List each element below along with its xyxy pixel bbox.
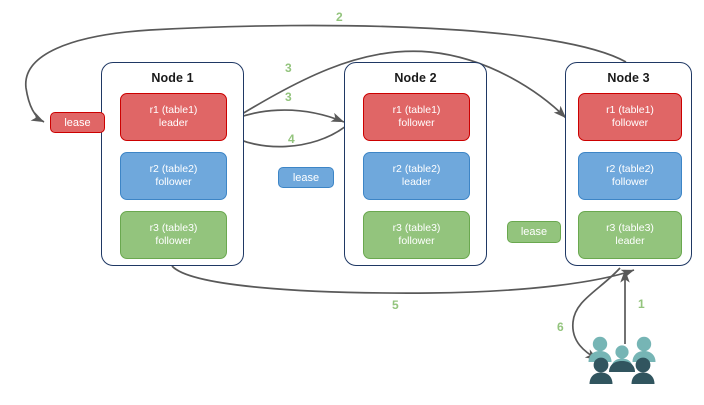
replica-role: follower [155,176,192,188]
replica-role: follower [155,235,192,247]
step-label-4: 4 [288,132,295,146]
replica-role: follower [611,176,649,188]
replica-role: leader [158,117,189,129]
step-label-2: 2 [336,10,343,24]
replica-node2-r1[interactable]: r1 (table1) follower [363,93,470,141]
node-box-node2[interactable]: Node 2 r1 (table1) follower r2 (table2) … [344,62,487,266]
step-label-3a: 3 [285,61,292,75]
replica-role: leader [615,235,645,247]
node-title: Node 1 [151,71,194,85]
replica-name: r1 (table1) [392,104,441,116]
replica-node3-r3[interactable]: r3 (table3) leader [578,211,682,259]
replica-name: r2 (table2) [606,163,654,175]
step-label-3b: 3 [285,90,292,104]
replica-role: follower [398,235,435,247]
arrow-step-3-to-node3 [218,50,567,129]
replica-name: r2 (table2) [149,163,198,175]
replica-node3-r2[interactable]: r2 (table2) follower [578,152,682,200]
step-label-6: 6 [557,320,564,334]
replica-name: r3 (table3) [149,222,198,234]
people-group-icon [588,336,656,384]
replica-node1-r3[interactable]: r3 (table3) follower [120,211,227,259]
replica-node1-r1[interactable]: r1 (table1) leader [120,93,227,141]
replica-name: r3 (table3) [606,222,654,234]
arrow-step-6 [572,267,621,361]
replica-role: follower [611,117,649,129]
lease-box-r3[interactable]: lease [507,221,561,243]
replica-name: r3 (table3) [392,222,441,234]
arrow-step-4 [227,125,347,148]
replica-name: r1 (table1) [606,104,654,116]
node-box-node1[interactable]: Node 1 r1 (table1) leader r2 (table2) fo… [101,62,244,266]
replica-node3-r1[interactable]: r1 (table1) follower [578,93,682,141]
arrow-step-5 [171,265,635,294]
node-title: Node 2 [394,71,437,85]
lease-box-r1[interactable]: lease [50,112,105,133]
arrow-step-2 [25,24,627,123]
replica-node2-r2[interactable]: r2 (table2) leader [363,152,470,200]
lease-box-r2[interactable]: lease [278,167,334,188]
replica-role: follower [398,117,435,129]
step-label-5: 5 [392,298,399,312]
replica-name: r2 (table2) [392,163,441,175]
replica-role: leader [401,176,432,188]
replica-name: r1 (table1) [149,104,198,116]
node-title: Node 3 [607,71,650,85]
replica-node1-r2[interactable]: r2 (table2) follower [120,152,227,200]
step-label-1: 1 [638,297,645,311]
node-box-node3[interactable]: Node 3 r1 (table1) follower r2 (table2) … [565,62,692,266]
replica-node2-r3[interactable]: r3 (table3) follower [363,211,470,259]
